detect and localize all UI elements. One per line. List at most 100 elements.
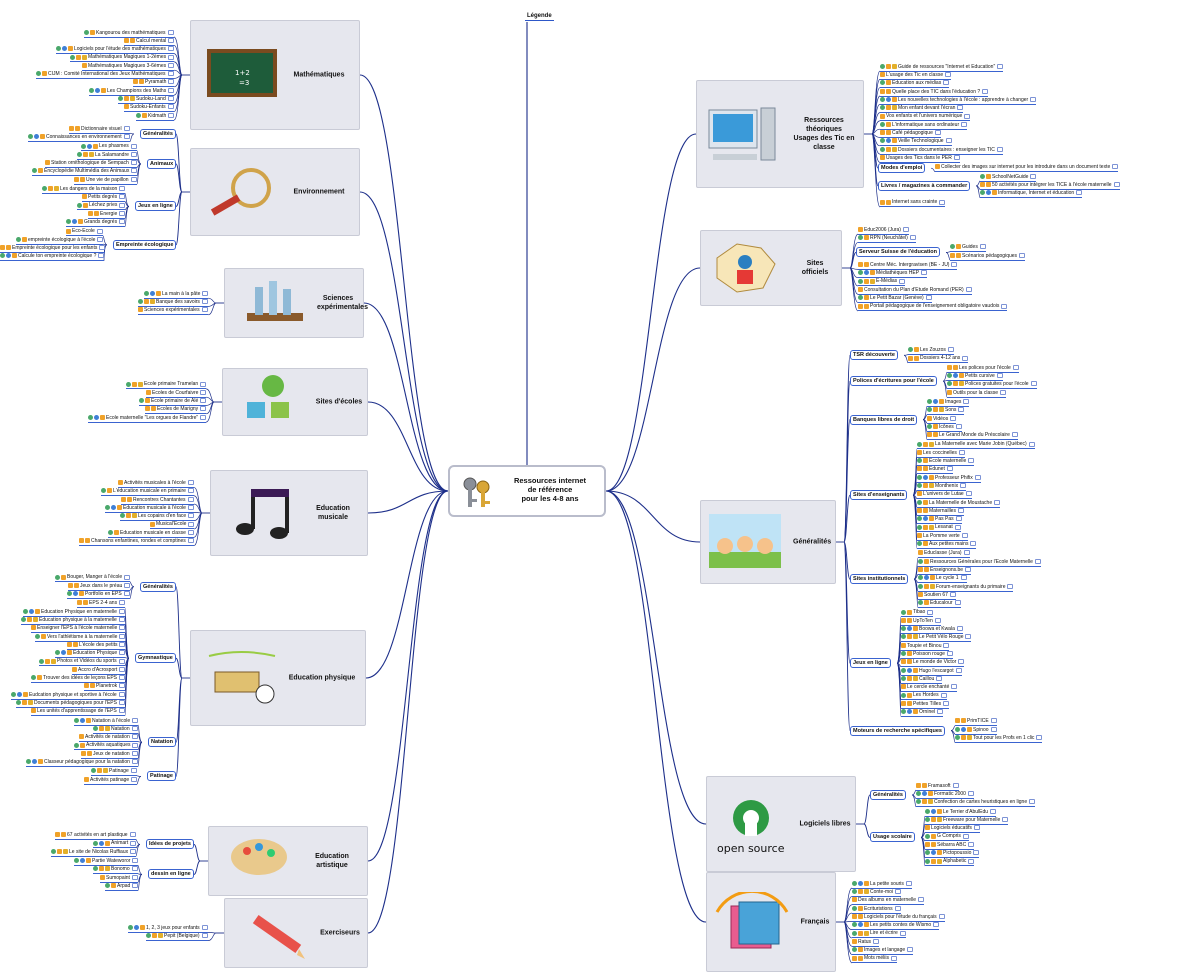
resource-link[interactable]: Aux petites mains: [917, 541, 977, 549]
resource-link[interactable]: Léchez pries: [77, 202, 126, 211]
hyperlink-icon[interactable]: [905, 880, 912, 886]
resource-link[interactable]: Empreinte écologique pour les enfants: [0, 245, 106, 253]
resource-link[interactable]: Mathématiques Magiques 3-6èmes: [82, 63, 175, 71]
resource-link[interactable]: Caillou: [901, 676, 943, 684]
resource-link[interactable]: Enseigner l'EPS à l'école maternelle: [31, 625, 126, 634]
hyperlink-icon[interactable]: [123, 591, 130, 597]
resource-link[interactable]: Polices gratuites pour l'école: [947, 381, 1037, 390]
subtopic[interactable]: Livres / magazines à commander: [878, 180, 971, 191]
resource-link[interactable]: Grands degrés: [66, 219, 126, 228]
resource-link[interactable]: Patinage: [91, 768, 137, 777]
subtopic[interactable]: Moteurs de recherche spécifiques: [850, 725, 945, 736]
subtopic[interactable]: Empreinte écologique: [113, 239, 177, 250]
resource-link[interactable]: La petite souris: [852, 880, 912, 889]
resource-link[interactable]: Kangourou des mathématiques: [84, 30, 174, 38]
resource-link[interactable]: Natation à l'école: [74, 718, 139, 726]
hyperlink-icon[interactable]: [131, 759, 138, 765]
resource-link[interactable]: Eudcation physique et sportive à l'école: [11, 692, 125, 700]
resource-link[interactable]: Sumopaint: [100, 875, 138, 883]
hyperlink-icon[interactable]: [894, 905, 901, 911]
hyperlink-icon[interactable]: [996, 373, 1003, 379]
resource-link[interactable]: Jeux de natation: [81, 751, 138, 759]
hyperlink-icon[interactable]: [187, 538, 194, 544]
hyperlink-icon[interactable]: [949, 591, 956, 597]
hyperlink-icon[interactable]: [168, 87, 175, 93]
resource-link[interactable]: Le Petit Bazar (Genève): [858, 295, 932, 304]
hyperlink-icon[interactable]: [200, 381, 207, 387]
hyperlink-icon[interactable]: [899, 930, 906, 936]
resource-link[interactable]: Calcule ton empreinte écologique ?: [0, 253, 105, 262]
hyperlink-icon[interactable]: [1076, 190, 1083, 196]
resource-link[interactable]: Sudoku-Land: [118, 96, 174, 104]
resource-link[interactable]: Le Grand Monde du Préscolaire: [927, 432, 1018, 441]
resource-link[interactable]: Boowa et Kwala: [901, 626, 963, 634]
resource-link[interactable]: Centre Méc. Intergravisen (BE - JU): [858, 262, 958, 270]
resource-link[interactable]: Musical'Ecole: [150, 521, 195, 530]
hyperlink-icon[interactable]: [118, 617, 125, 623]
resource-link[interactable]: La Maternelle de Moustache: [917, 499, 1001, 508]
hyperlink-icon[interactable]: [899, 278, 906, 284]
hyperlink-icon[interactable]: [997, 63, 1004, 69]
hyperlink-icon[interactable]: [119, 683, 126, 689]
resource-link[interactable]: Ecole primaire Tramelan: [126, 381, 207, 390]
hyperlink-icon[interactable]: [130, 848, 137, 854]
resource-link[interactable]: Les Champions des Maths: [89, 87, 175, 96]
hyperlink-icon[interactable]: [955, 516, 962, 522]
hyperlink-icon[interactable]: [201, 299, 208, 305]
resource-link[interactable]: PrimTICE: [955, 718, 997, 727]
hyperlink-icon[interactable]: [130, 151, 137, 157]
hyperlink-icon[interactable]: [201, 933, 208, 939]
hyperlink-icon[interactable]: [131, 866, 138, 872]
resource-link[interactable]: Outils pour la classe: [947, 390, 1007, 398]
resource-link[interactable]: Pictopoussio: [925, 850, 980, 859]
resource-link[interactable]: Ratus: [852, 938, 880, 947]
hyperlink-icon[interactable]: [965, 491, 972, 497]
resource-link[interactable]: E-Médias: [858, 278, 906, 287]
subtopic[interactable]: Jeux en ligne: [850, 658, 891, 669]
topic-off[interactable]: Sites officiels: [700, 230, 842, 306]
hyperlink-icon[interactable]: [963, 399, 970, 405]
hyperlink-icon[interactable]: [990, 726, 997, 732]
hyperlink-icon[interactable]: [960, 575, 967, 581]
hyperlink-icon[interactable]: [968, 841, 975, 847]
resource-link[interactable]: Education musicale en classe: [108, 530, 194, 538]
resource-link[interactable]: L'école des petits: [67, 642, 126, 650]
subtopic[interactable]: Généralités: [140, 128, 176, 139]
resource-link[interactable]: Portail pédagogique de l'enseignement ob…: [858, 303, 1008, 312]
resource-link[interactable]: Kidmath: [136, 113, 175, 121]
hyperlink-icon[interactable]: [994, 499, 1001, 505]
resource-link[interactable]: Le cercle enchanté: [901, 684, 958, 693]
hyperlink-icon[interactable]: [934, 130, 941, 136]
hyperlink-icon[interactable]: [187, 488, 194, 494]
subtopic[interactable]: Idées de projets: [146, 839, 194, 850]
hyperlink-icon[interactable]: [954, 524, 961, 530]
resource-link[interactable]: Monthenix: [917, 483, 967, 491]
resource-link[interactable]: Planetrok: [84, 683, 126, 692]
central-topic[interactable]: Ressources internet de référence pour le…: [448, 465, 606, 517]
resource-link[interactable]: RPN (Neuchâtel): [858, 235, 916, 243]
hyperlink-icon[interactable]: [955, 667, 962, 673]
hyperlink-icon[interactable]: [960, 483, 967, 489]
hyperlink-icon[interactable]: [951, 684, 958, 690]
hyperlink-icon[interactable]: [96, 228, 103, 234]
hyperlink-icon[interactable]: [973, 825, 980, 831]
hyperlink-icon[interactable]: [943, 80, 950, 86]
hyperlink-icon[interactable]: [130, 176, 137, 182]
resource-link[interactable]: Dictionnaire visuel: [69, 126, 130, 134]
hyperlink-icon[interactable]: [945, 138, 952, 144]
hyperlink-icon[interactable]: [873, 938, 880, 944]
hyperlink-icon[interactable]: [130, 840, 137, 846]
resource-link[interactable]: Animart: [93, 840, 137, 849]
hyperlink-icon[interactable]: [962, 833, 969, 839]
resource-link[interactable]: Les coccinelles: [917, 450, 965, 458]
resource-link[interactable]: Dossiers documentaires : enseigner les T…: [880, 147, 1003, 155]
hyperlink-icon[interactable]: [943, 642, 950, 648]
resource-link[interactable]: Dossiers 4-12 ans: [908, 355, 969, 364]
hyperlink-icon[interactable]: [902, 226, 909, 232]
topic-art[interactable]: Education artistique: [208, 826, 368, 896]
resource-link[interactable]: Rencontres Chantantes: [121, 497, 194, 505]
resource-link[interactable]: La Maternelle avec Marie Jobin (Québec): [917, 441, 1035, 450]
resource-link[interactable]: UpToTen: [901, 618, 941, 626]
resource-link[interactable]: Educlasse (Jura): [918, 550, 970, 559]
